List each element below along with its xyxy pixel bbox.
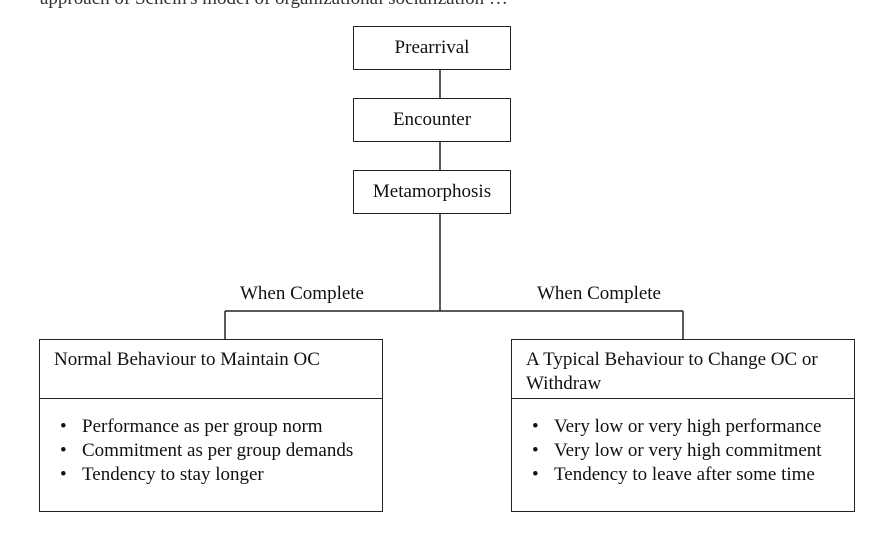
stage-prearrival: Prearrival — [353, 26, 511, 70]
cut-off-intro-text: approach of Schein's model of organizati… — [40, 0, 508, 10]
outcome-normal-title: Normal Behaviour to Maintain OC — [40, 340, 382, 399]
outcome-atypical-title: A Typical Behaviour to Change OC or With… — [512, 340, 854, 399]
outcome-normal-list: Performance as per group norm Commitment… — [40, 399, 382, 487]
list-item: Very low or very high performance — [532, 415, 854, 439]
list-item: Commitment as per group demands — [60, 439, 382, 463]
list-item: Performance as per group norm — [60, 415, 382, 439]
list-item: Tendency to stay longer — [60, 463, 382, 487]
stage-encounter: Encounter — [353, 98, 511, 142]
list-item: Tendency to leave after some time — [532, 463, 854, 487]
stage-metamorphosis-label: Metamorphosis — [372, 181, 492, 202]
stage-metamorphosis: Metamorphosis — [353, 170, 511, 214]
branch-label-right: When Complete — [537, 283, 661, 304]
stage-encounter-label: Encounter — [392, 109, 472, 130]
list-item: Very low or very high commitment — [532, 439, 854, 463]
outcome-atypical-list: Very low or very high performance Very l… — [512, 399, 854, 487]
outcome-atypical-behaviour: A Typical Behaviour to Change OC or With… — [511, 339, 855, 512]
outcome-normal-behaviour: Normal Behaviour to Maintain OC Performa… — [39, 339, 383, 512]
stage-prearrival-label: Prearrival — [394, 37, 470, 58]
branch-label-left: When Complete — [240, 283, 364, 304]
